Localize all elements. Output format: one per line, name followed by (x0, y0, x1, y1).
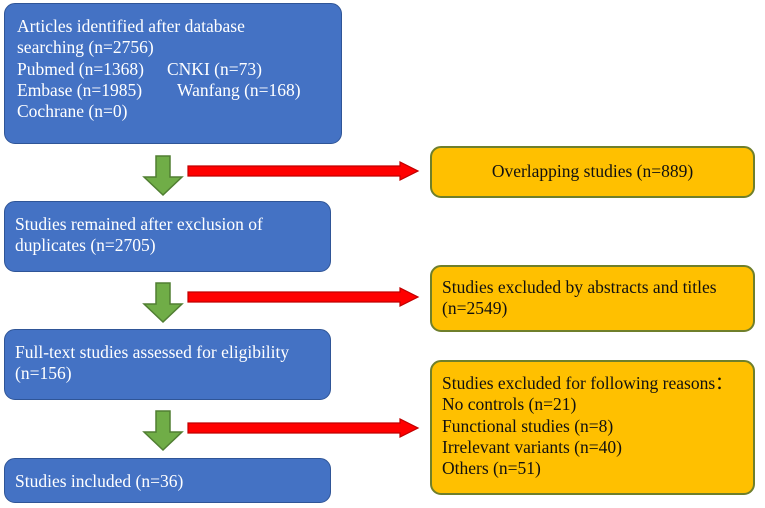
reason-others: Others (n=51) (442, 458, 541, 479)
pubmed-count: Pubmed (n=1368) (17, 58, 145, 79)
studies-included-box: Studies included (n=36) (4, 458, 331, 503)
cochrane-count: Cochrane (n=0) (17, 101, 128, 122)
studies-remained-box: Studies remained after exclusion of dupl… (4, 201, 331, 272)
excluded-reasons-box: Studies excluded for following reasons： … (430, 360, 755, 495)
down-arrow-2 (142, 282, 184, 324)
overlapping-studies-box: Overlapping studies (n=889) (430, 146, 755, 198)
remained-line2: duplicates (n=2705) (15, 235, 156, 256)
included-line1: Studies included (n=36) (15, 471, 184, 491)
cnki-count: CNKI (n=73) (167, 58, 262, 79)
excluded-abstracts-box: Studies excluded by abstracts and titles… (430, 265, 755, 332)
identified-title-line1: Articles identified after database (17, 16, 245, 36)
right-arrow-2 (187, 287, 420, 307)
excluded-abstracts-line1: Studies excluded by abstracts and titles (442, 277, 717, 297)
assessed-line1: Full-text studies assessed for eligibili… (15, 342, 290, 362)
down-arrow-3 (142, 410, 184, 452)
reason-no-controls: No controls (n=21) (442, 394, 577, 415)
reason-functional-studies: Functional studies (n=8) (442, 415, 614, 436)
right-arrow-1 (187, 161, 420, 181)
down-arrow-1 (142, 155, 184, 197)
identified-title-line2: searching (n=2756) (17, 37, 154, 58)
right-arrow-3 (187, 418, 420, 438)
excluded-abstracts-line2: (n=2549) (442, 298, 508, 319)
remained-line1: Studies remained after exclusion of (15, 214, 263, 234)
assessed-line2: (n=156) (15, 363, 72, 384)
full-text-assessed-box: Full-text studies assessed for eligibili… (4, 329, 331, 400)
overlapping-line1: Overlapping studies (n=889) (491, 161, 694, 182)
embase-count: Embase (n=1985) (17, 80, 143, 101)
reason-irrelevant-variants: Irrelevant variants (n=40) (442, 437, 622, 458)
articles-identified-box: Articles identified after database searc… (4, 3, 342, 144)
wanfang-count: Wanfang (n=168) (177, 80, 301, 101)
excluded-reasons-title: Studies excluded for following reasons： (442, 373, 733, 393)
